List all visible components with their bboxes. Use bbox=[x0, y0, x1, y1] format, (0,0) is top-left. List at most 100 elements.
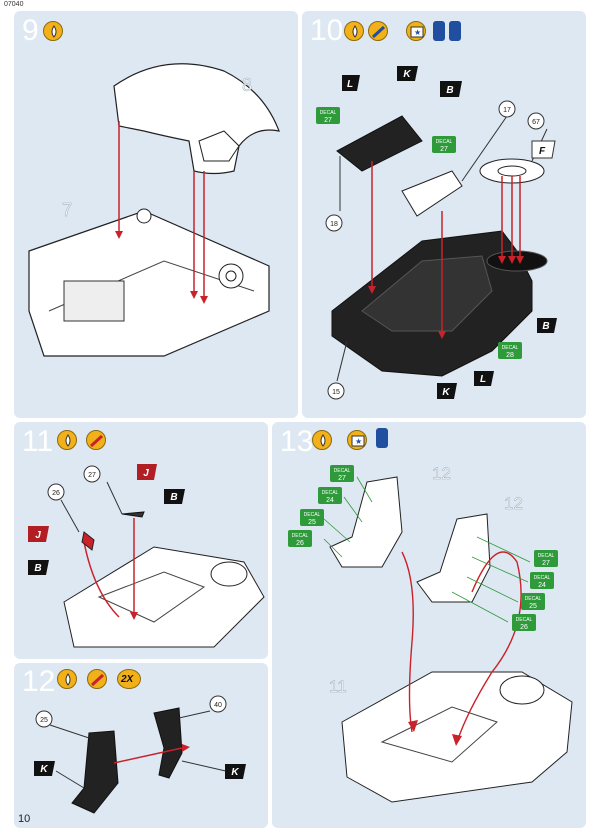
color-tag: L bbox=[474, 371, 494, 386]
svg-text:17: 17 bbox=[503, 107, 511, 114]
svg-text:DECAL: DECAL bbox=[534, 575, 551, 581]
svg-text:27: 27 bbox=[324, 117, 332, 124]
part-label: 7 bbox=[62, 200, 72, 220]
brush-icon bbox=[87, 669, 107, 689]
color-tag: B bbox=[440, 81, 462, 97]
part-callout: 67 bbox=[527, 112, 545, 130]
svg-text:B: B bbox=[446, 85, 453, 96]
step-9-number: 9 bbox=[22, 14, 39, 47]
paint-pot-icon bbox=[433, 21, 445, 41]
glue-icon bbox=[344, 21, 364, 41]
color-tag: B bbox=[28, 560, 49, 575]
svg-text:DECAL: DECAL bbox=[334, 468, 351, 474]
brush-icon bbox=[368, 21, 388, 41]
svg-text:27: 27 bbox=[440, 146, 448, 153]
color-tag: B bbox=[164, 489, 185, 504]
step-12-number: 12 bbox=[22, 665, 56, 698]
step-12-illustration: 25 40 K K bbox=[34, 695, 246, 814]
svg-text:B: B bbox=[170, 492, 177, 503]
glue-icon bbox=[43, 21, 63, 41]
svg-text:26: 26 bbox=[52, 490, 60, 497]
svg-text:DECAL: DECAL bbox=[502, 345, 519, 351]
svg-text:DECAL: DECAL bbox=[516, 617, 533, 623]
step-9-panel: 9 7 8 bbox=[14, 11, 298, 418]
svg-text:25: 25 bbox=[308, 519, 316, 526]
paint-pot-icon bbox=[376, 428, 388, 448]
svg-text:27: 27 bbox=[542, 560, 550, 567]
svg-text:J: J bbox=[143, 468, 149, 479]
svg-text:40: 40 bbox=[214, 702, 222, 709]
quantity-text: 2X bbox=[121, 674, 134, 685]
svg-text:67: 67 bbox=[532, 119, 540, 126]
brush-icon bbox=[86, 430, 106, 450]
svg-text:K: K bbox=[40, 764, 48, 775]
document-code: 07040 bbox=[4, 1, 24, 8]
color-tag: L bbox=[342, 75, 360, 91]
svg-text:26: 26 bbox=[296, 540, 304, 547]
part-callout: 15 bbox=[327, 382, 345, 400]
page-number: 10 bbox=[18, 813, 31, 825]
part-label: 12 bbox=[432, 464, 451, 483]
part-label: 8 bbox=[242, 75, 252, 95]
step-12-panel: 12 2X 25 40 K K bbox=[14, 663, 268, 828]
part-callout: 25 bbox=[35, 710, 53, 728]
color-tag: K bbox=[397, 66, 418, 81]
svg-text:18: 18 bbox=[330, 221, 338, 228]
step-13-number: 13 bbox=[280, 425, 314, 458]
svg-text:B: B bbox=[34, 563, 41, 574]
svg-text:DECAL: DECAL bbox=[304, 512, 321, 518]
step-11-panel: 11 26 27 J B J B bbox=[14, 422, 268, 659]
step-9-illustration: 7 8 bbox=[28, 63, 280, 357]
svg-text:26: 26 bbox=[520, 624, 528, 631]
quantity-badge: 2X bbox=[117, 669, 141, 689]
svg-text:★: ★ bbox=[355, 437, 362, 446]
part-callout: 18 bbox=[325, 214, 343, 232]
svg-text:DECAL: DECAL bbox=[436, 139, 453, 145]
paint-pot-icon bbox=[449, 21, 461, 41]
part-callout: 40 bbox=[209, 695, 227, 713]
glue-icon bbox=[57, 669, 77, 689]
svg-text:24: 24 bbox=[326, 497, 334, 504]
svg-text:F: F bbox=[539, 146, 546, 157]
svg-text:25: 25 bbox=[529, 603, 537, 610]
part-callout: 27 bbox=[83, 465, 101, 483]
svg-text:15: 15 bbox=[332, 389, 340, 396]
color-tag: K bbox=[437, 383, 457, 399]
part-callout: 17 bbox=[498, 100, 516, 118]
color-tag: K bbox=[225, 764, 246, 779]
svg-text:28: 28 bbox=[506, 352, 514, 359]
color-tag: K bbox=[34, 761, 55, 776]
svg-text:DECAL: DECAL bbox=[292, 533, 309, 539]
color-tag: J bbox=[137, 464, 157, 480]
svg-text:DECAL: DECAL bbox=[538, 553, 555, 559]
svg-text:K: K bbox=[231, 767, 239, 778]
svg-text:K: K bbox=[403, 69, 411, 80]
part-label: 11 bbox=[329, 677, 347, 696]
color-tag: B bbox=[537, 318, 557, 333]
step-10-number: 10 bbox=[310, 14, 344, 47]
svg-text:27: 27 bbox=[88, 472, 96, 479]
part-callout: 26 bbox=[47, 483, 65, 501]
step-10-panel: 10 ★ 17 bbox=[302, 11, 586, 418]
svg-text:DECAL: DECAL bbox=[525, 596, 542, 602]
svg-text:DECAL: DECAL bbox=[322, 490, 339, 496]
svg-text:DECAL: DECAL bbox=[320, 110, 337, 116]
color-tag: F bbox=[531, 140, 556, 159]
svg-text:J: J bbox=[35, 530, 41, 541]
color-tag: J bbox=[28, 526, 49, 542]
svg-text:K: K bbox=[442, 387, 450, 398]
step-11-number: 11 bbox=[22, 425, 54, 458]
svg-text:24: 24 bbox=[538, 582, 546, 589]
svg-text:L: L bbox=[347, 79, 353, 90]
